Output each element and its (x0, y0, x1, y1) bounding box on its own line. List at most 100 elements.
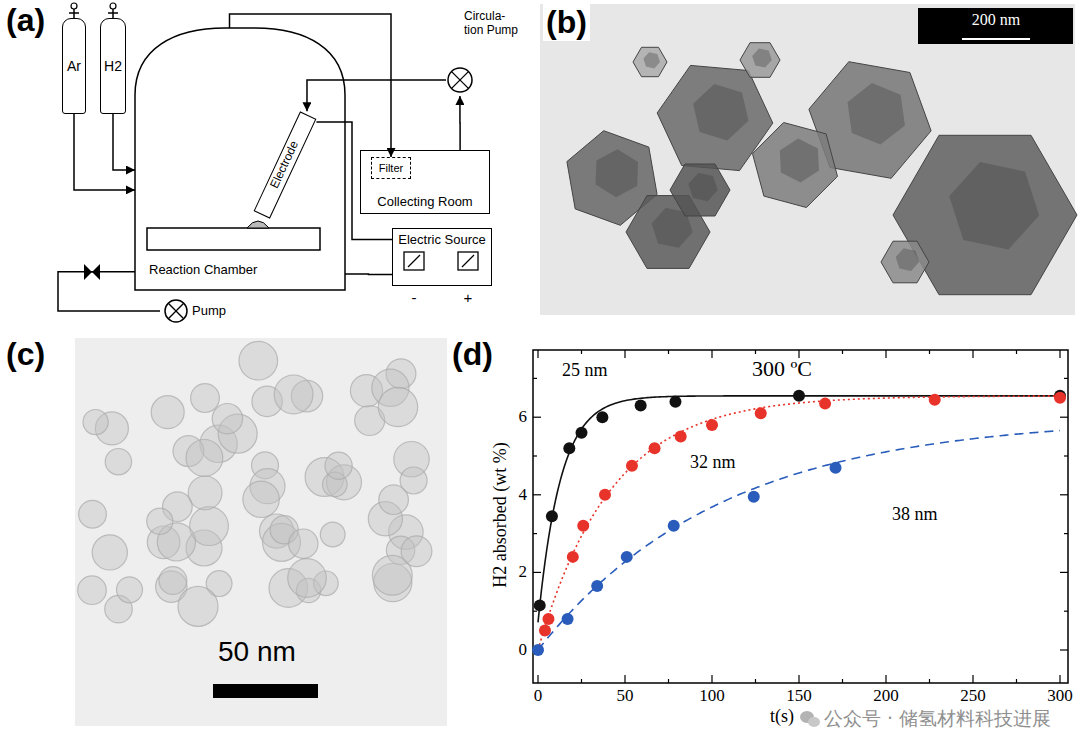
watermark-icon (808, 717, 820, 727)
electric-source: Electric Source (392, 228, 492, 286)
axis-tick (624, 675, 625, 683)
nanoparticle (848, 83, 905, 144)
hearth-platform (147, 228, 320, 250)
nanoparticle (780, 139, 819, 183)
axis-tick (1064, 533, 1068, 534)
axis-tick (1060, 417, 1068, 418)
scale-label: 200 nm (972, 11, 1020, 29)
nanoparticle (596, 149, 638, 197)
terminal-sign: - (412, 289, 417, 306)
axis-tick (533, 455, 537, 456)
axis-tick (711, 350, 712, 358)
data-point (576, 427, 588, 439)
plot-frame (533, 350, 1068, 683)
nanoparticle (147, 508, 173, 534)
axis-tick (885, 675, 886, 683)
data-point (542, 613, 554, 625)
axis-tick (711, 675, 712, 683)
gas-cylinder: H2 (100, 18, 126, 114)
nanoparticle (239, 341, 278, 380)
axis-tick (581, 679, 582, 683)
node-text: Collecting Room (377, 195, 472, 210)
nanoparticle (400, 467, 427, 494)
axis-tick (972, 675, 973, 683)
axis-tick (1059, 675, 1060, 683)
curve-label: 32 nm (690, 452, 736, 473)
axis-tick (533, 494, 541, 495)
axis-tick (1059, 350, 1060, 358)
nanoparticle (752, 49, 772, 68)
nanoparticle (881, 241, 929, 283)
node-text: Reaction Chamber (149, 263, 257, 278)
condition-label: 300 ºC (752, 356, 812, 381)
nanoparticle (643, 52, 660, 68)
gas-cylinder: Ar (62, 18, 86, 114)
data-point (626, 460, 638, 472)
axis-tick (842, 679, 843, 683)
axis-tick (537, 350, 538, 358)
data-point (819, 398, 831, 410)
nanoparticle (83, 410, 108, 435)
data-point (621, 551, 633, 563)
pump-symbol (448, 68, 472, 92)
axis-tick (842, 350, 843, 354)
axis-tick (1060, 494, 1068, 495)
panel-label: (d) (452, 336, 493, 373)
fit-curve (538, 396, 1060, 650)
axis-tick (885, 350, 886, 358)
axis-tick-label: 200 (873, 686, 899, 706)
data-point (668, 520, 680, 532)
nanoparticle (693, 84, 748, 141)
cylinder-valve (110, 3, 116, 9)
axis-tick-label: 0 (519, 640, 528, 660)
node-text: Filter (379, 162, 403, 175)
axis-tick (1016, 350, 1017, 354)
pipe-connector (459, 96, 461, 150)
terminal-symbol (408, 255, 420, 267)
data-point (669, 396, 681, 408)
axis-tick (972, 350, 973, 358)
axis-tick (533, 572, 541, 573)
data-point (755, 407, 767, 419)
circulation-pump: Circula- tion Pump (446, 10, 528, 96)
nanoparticle (78, 576, 107, 605)
axis-tick (929, 350, 930, 354)
terminal-symbol (462, 255, 474, 267)
axis-tick-label: 50 (617, 686, 634, 706)
pipe-connector (316, 122, 392, 240)
axis-tick-label: 150 (786, 686, 812, 706)
data-point (1054, 392, 1066, 404)
nanoparticle (325, 452, 352, 479)
sample-mound (247, 221, 269, 228)
axis-tick (1016, 679, 1017, 683)
scale-bar-box (918, 8, 1073, 44)
axis-tick-label: 250 (960, 686, 986, 706)
nanoparticle (949, 162, 1039, 249)
axis-tick (533, 417, 541, 418)
electrode: Electrode (254, 111, 317, 218)
terminal-symbol (458, 252, 478, 270)
pipe-connector (307, 80, 446, 111)
data-point (830, 462, 842, 474)
node-text: Circula- tion Pump (464, 10, 526, 38)
axis-tick (755, 350, 756, 354)
nanoparticle (117, 577, 143, 603)
nanoparticle (378, 387, 417, 426)
curve-label: 38 nm (892, 504, 938, 525)
pump-symbol (165, 300, 187, 322)
data-point (534, 599, 546, 611)
nanoparticle (633, 47, 667, 76)
fit-curve (538, 396, 1060, 622)
axis-tick (1064, 611, 1068, 612)
pipe-connector (74, 114, 135, 190)
nanoparticle (320, 522, 345, 547)
data-point (591, 580, 603, 592)
chamber-outline (135, 28, 345, 290)
axis-tick-label: 0 (534, 686, 543, 706)
data-point (675, 431, 687, 443)
tem-image (75, 338, 447, 726)
axis-title: t(s) (770, 706, 794, 727)
